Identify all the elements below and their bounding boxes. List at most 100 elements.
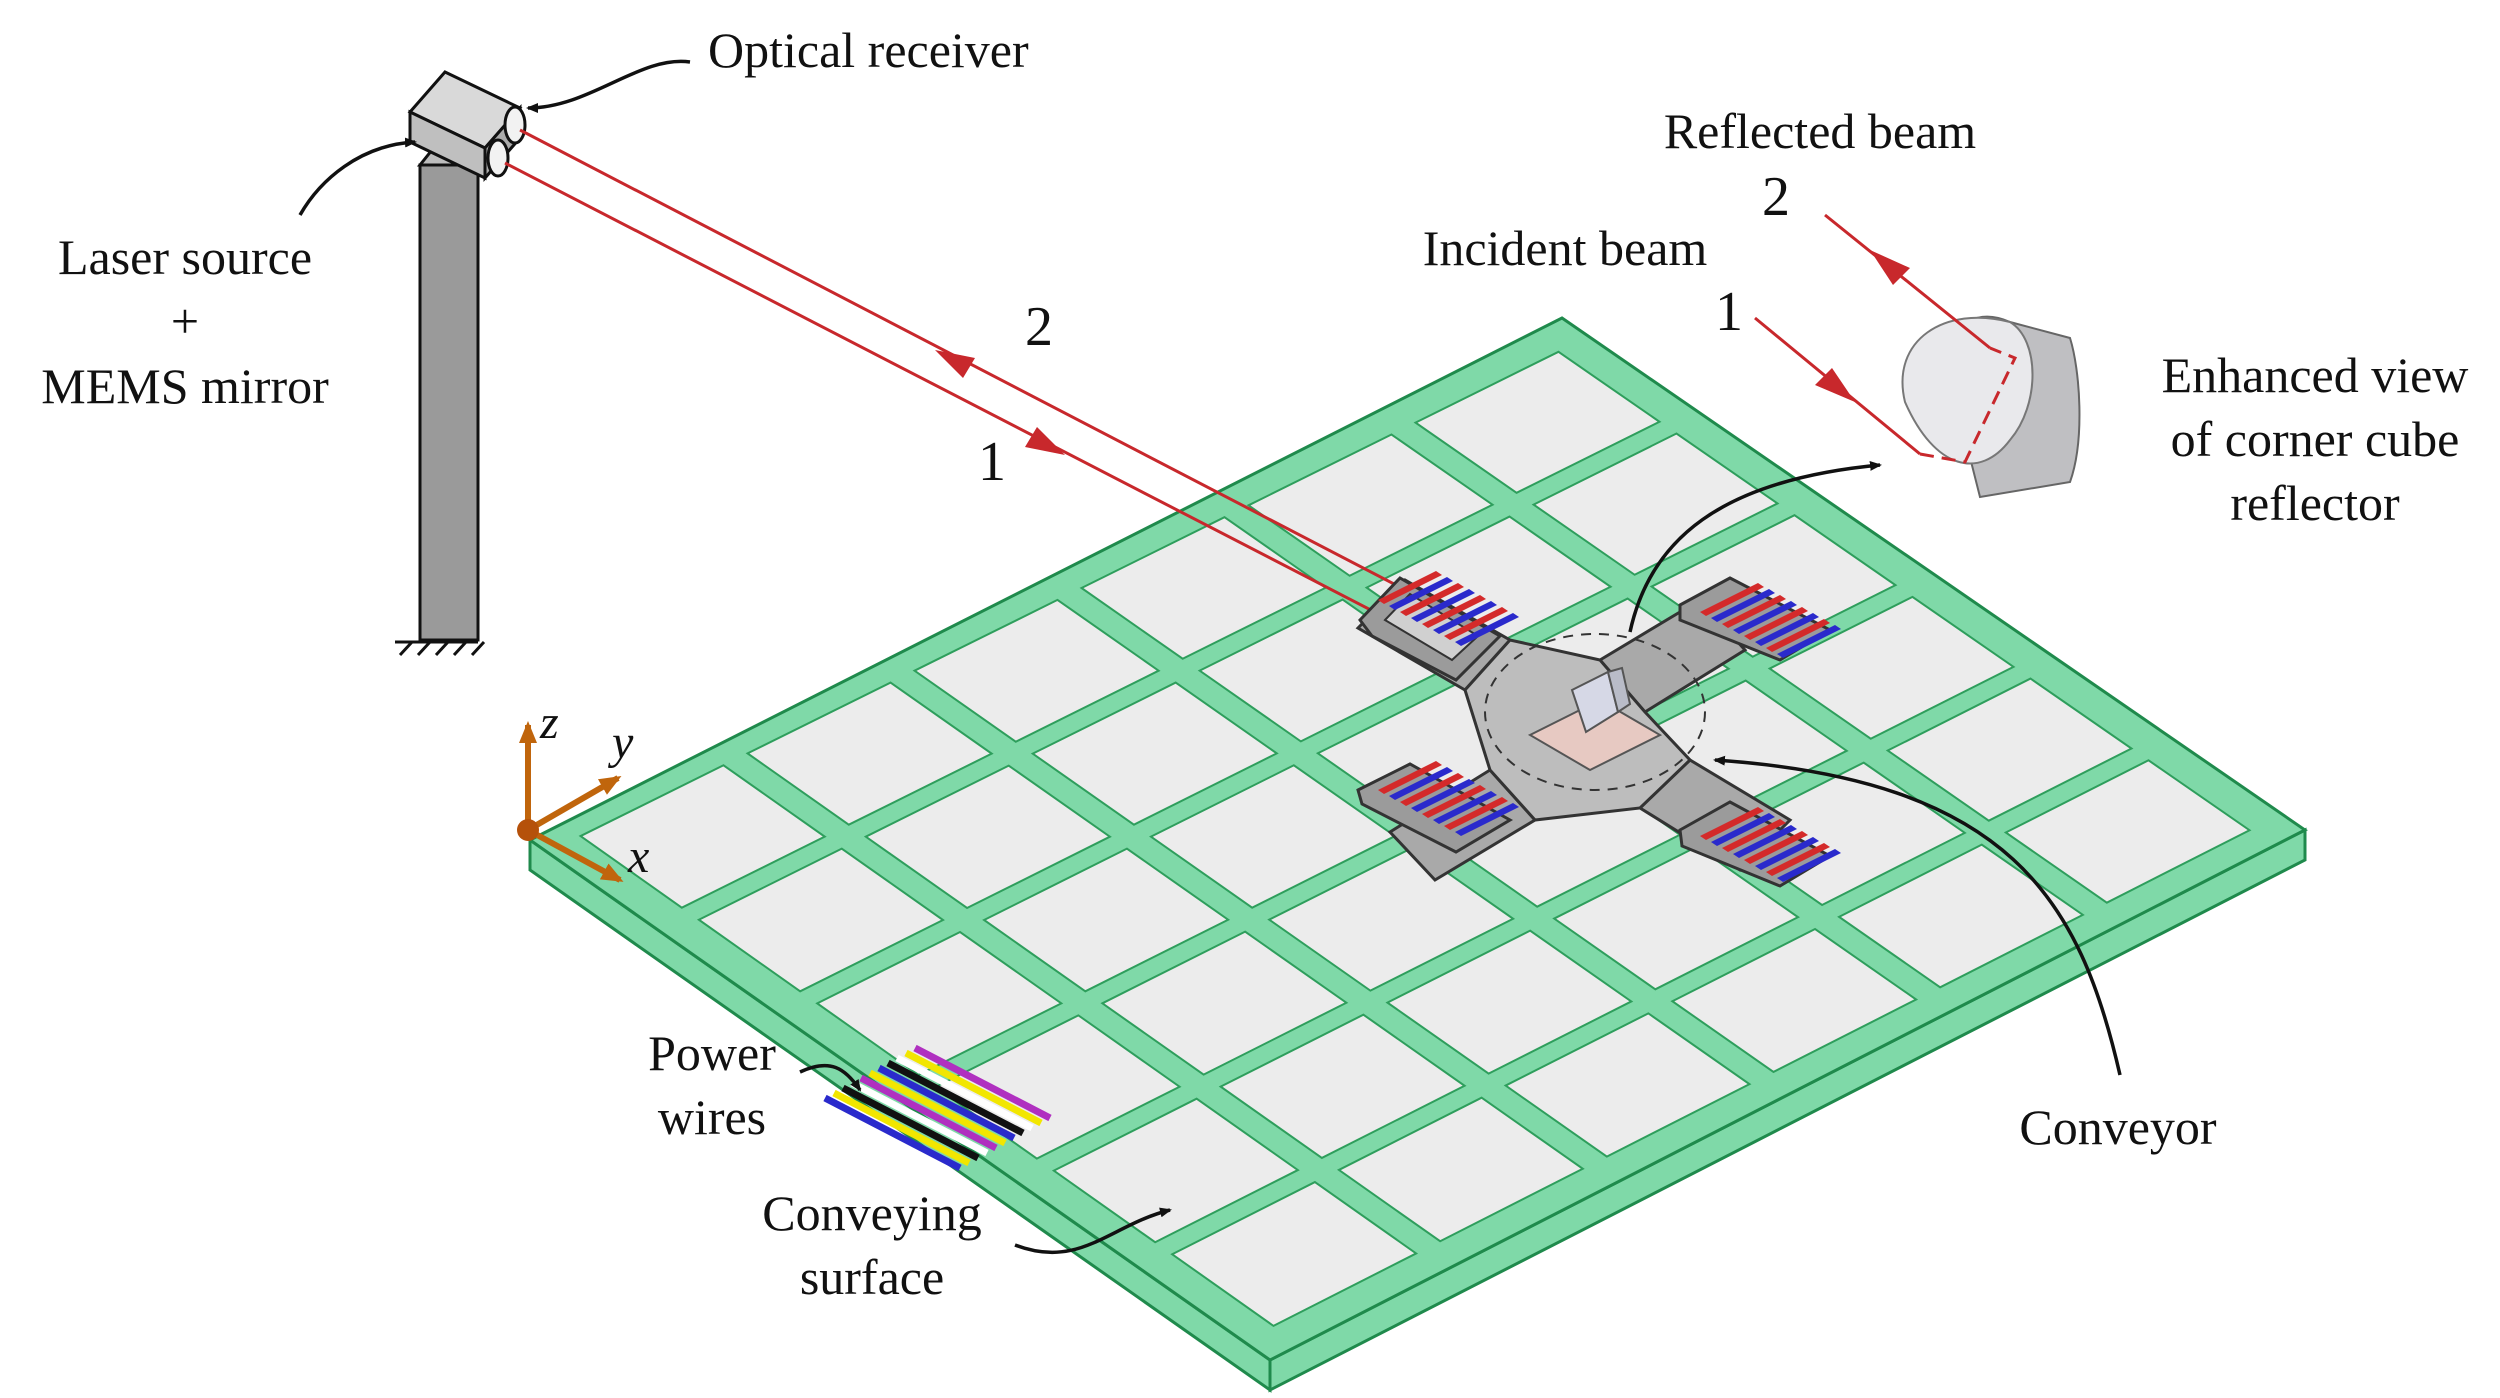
power-wire bbox=[877, 1064, 1016, 1142]
coil-stripe bbox=[1744, 607, 1808, 640]
floor-tile bbox=[1670, 927, 1919, 1074]
power-wire bbox=[913, 1044, 1052, 1122]
floor-tile bbox=[1837, 843, 2085, 989]
power-wire bbox=[895, 1054, 1034, 1132]
power-wire bbox=[823, 1094, 962, 1172]
enhanced-view-label-line1: Enhanced view bbox=[2162, 347, 2469, 403]
coil-stripe bbox=[1411, 779, 1475, 812]
ground-hatch-icon bbox=[395, 640, 486, 657]
floor-tile bbox=[1218, 1013, 1467, 1160]
laser-post bbox=[395, 70, 527, 657]
floor-tile bbox=[815, 930, 1064, 1077]
leader-arrows bbox=[298, 59, 2122, 1255]
coil-stripe bbox=[1777, 625, 1841, 658]
reflector-mount bbox=[1527, 698, 1663, 772]
incident-beam-label: Incident beam bbox=[1423, 220, 1708, 276]
x-axis-label: x bbox=[627, 830, 649, 883]
floor-tile bbox=[982, 847, 1231, 993]
conveying-surface-label-line2: surface bbox=[800, 1249, 944, 1305]
coil-stripe bbox=[1400, 773, 1464, 806]
optical-receiver-label: Optical receiver bbox=[708, 22, 1029, 78]
y-axis-arrow bbox=[526, 775, 622, 833]
optical-receiver-leader bbox=[526, 59, 691, 113]
inset-reflected-line bbox=[1824, 213, 1991, 350]
floor-tile bbox=[1170, 1180, 1419, 1328]
x-axis-arrow bbox=[526, 827, 624, 883]
coil-stripe bbox=[1444, 797, 1508, 830]
power-wire bbox=[850, 1079, 989, 1157]
floor-tile bbox=[1030, 681, 1279, 826]
coil-stripe bbox=[1389, 767, 1453, 800]
floor-tile bbox=[1531, 432, 1780, 576]
laser-source-label-line1: Laser source bbox=[58, 229, 312, 285]
y-axis-label: y bbox=[607, 716, 634, 769]
inset-beam-path bbox=[1919, 346, 2018, 464]
coil-stripe bbox=[1422, 595, 1486, 628]
inset-beam-2-label: 2 bbox=[1762, 166, 1790, 228]
laser-source-leader bbox=[298, 137, 417, 216]
floor-tile bbox=[1267, 846, 1516, 992]
floor-tile bbox=[863, 764, 1112, 910]
power-wire bbox=[832, 1089, 971, 1167]
incident-beam-arrow-icon bbox=[1025, 427, 1065, 455]
floor-tile bbox=[1503, 1012, 1752, 1158]
power-wires-leader bbox=[799, 1063, 862, 1092]
floor-tile bbox=[1336, 1096, 1585, 1243]
coil-stripe bbox=[1766, 843, 1830, 876]
power-wires bbox=[823, 1044, 1052, 1172]
coil-stripe bbox=[1722, 819, 1786, 852]
coil-stripe bbox=[1433, 601, 1497, 634]
coil-stripe bbox=[1733, 601, 1797, 634]
inset-corner-cube bbox=[1754, 213, 2081, 499]
coil-stripe bbox=[1711, 813, 1775, 846]
coil-stripe bbox=[1400, 583, 1464, 616]
coil-stripe bbox=[1378, 571, 1442, 604]
power-wires-label-line1: Power bbox=[648, 1025, 776, 1081]
enhanced-view-leader bbox=[1628, 460, 1882, 633]
coil-stripe bbox=[1378, 761, 1442, 794]
coil-stripe bbox=[1700, 807, 1764, 840]
floor-tile bbox=[2003, 759, 2252, 904]
beam-2-label: 2 bbox=[1025, 296, 1053, 358]
z-axis-label: z bbox=[539, 696, 559, 749]
coil-stripe bbox=[1455, 803, 1519, 836]
coil-stripe bbox=[1755, 613, 1819, 646]
coil-stripe bbox=[1433, 791, 1497, 824]
inset-incident-arrow-icon bbox=[1815, 368, 1855, 402]
laser-source-label-line3: MEMS mirror bbox=[41, 358, 329, 414]
corner-cube-reflector-icon bbox=[1570, 666, 1632, 734]
post-column bbox=[418, 163, 480, 642]
coil-stripe bbox=[1711, 589, 1775, 622]
floor-tile bbox=[745, 681, 994, 826]
enhanced-view-label-line3: reflector bbox=[2230, 475, 2400, 531]
conveyor-leader bbox=[1713, 755, 2122, 1076]
floor-tile bbox=[1051, 1097, 1300, 1244]
conveying-surface-leader bbox=[1014, 1207, 1172, 1255]
floor-tile bbox=[1885, 677, 2134, 822]
power-wire bbox=[904, 1049, 1043, 1127]
power-wire bbox=[841, 1084, 980, 1162]
coil-arrays bbox=[1378, 571, 1841, 882]
floor-tile bbox=[578, 764, 827, 909]
coil-stripe bbox=[1444, 607, 1508, 640]
coil-stripe bbox=[1733, 825, 1797, 858]
coil-stripe bbox=[1744, 831, 1808, 864]
floor-tile bbox=[912, 598, 1161, 743]
reflector-highlight-circle bbox=[1484, 633, 1706, 791]
power-wire bbox=[859, 1074, 998, 1152]
enhanced-view-label-line2: of corner cube bbox=[2171, 411, 2460, 467]
power-wires-label-line2: wires bbox=[658, 1089, 766, 1145]
reflected-beam-arrow-icon bbox=[935, 350, 975, 378]
coil-stripe bbox=[1455, 613, 1519, 646]
conveyor bbox=[1355, 571, 1841, 888]
floor-tile bbox=[1100, 930, 1349, 1076]
beam-1-label: 1 bbox=[978, 431, 1006, 493]
power-wire bbox=[868, 1069, 1007, 1147]
inset-cube-face bbox=[1901, 316, 2034, 465]
inset-reflected-arrow-icon bbox=[1870, 250, 1910, 285]
conveyor-label: Conveyor bbox=[2019, 1099, 2217, 1155]
coordinate-axes: z y x bbox=[517, 696, 649, 883]
coil-stripe bbox=[1411, 589, 1475, 622]
reflected-beam-label: Reflected beam bbox=[1664, 103, 1976, 159]
coil-stripe bbox=[1700, 583, 1764, 616]
